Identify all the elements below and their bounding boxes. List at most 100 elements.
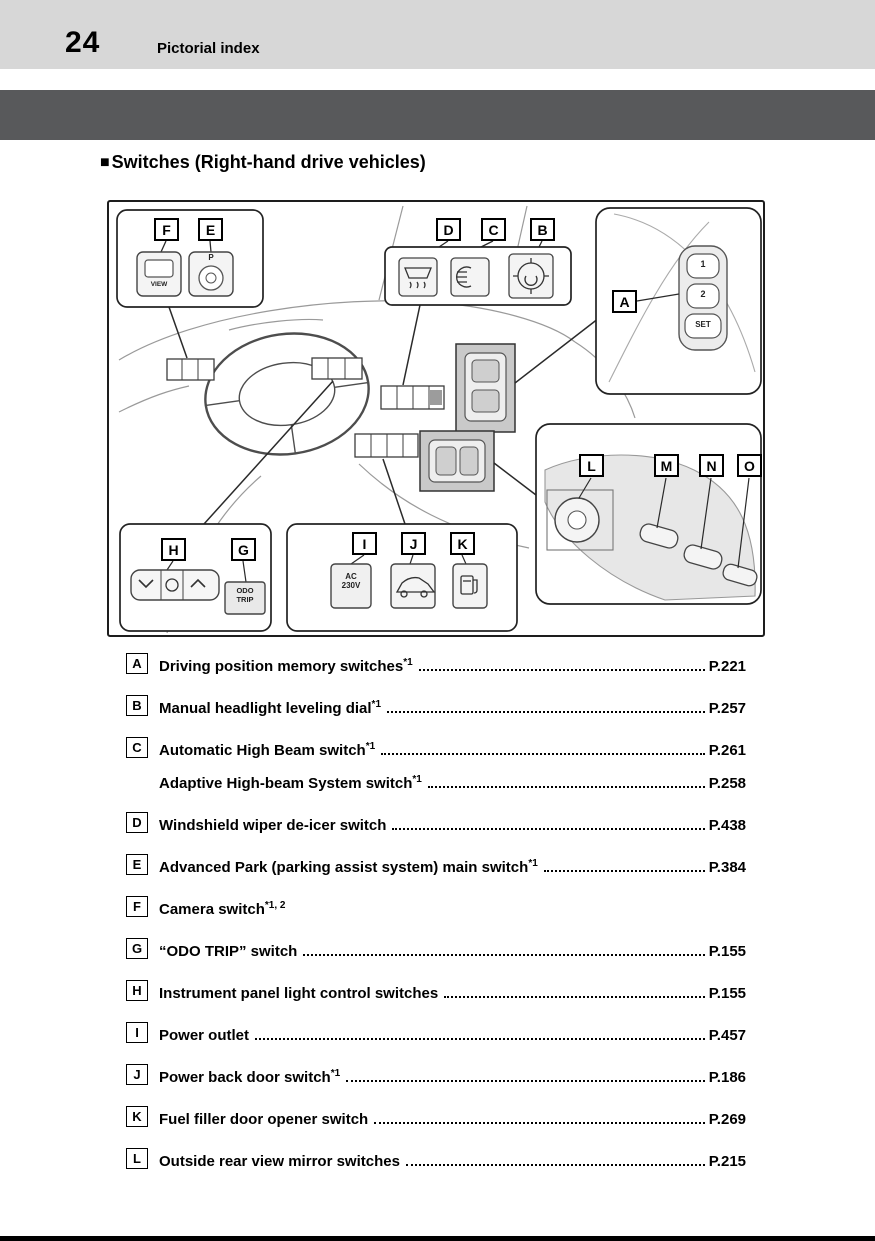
panel-wiper-headlight: [384, 240, 572, 306]
callout-F: F: [154, 218, 179, 241]
callout-letter: H: [126, 980, 148, 1001]
entry-label: Power outlet: [159, 1027, 250, 1044]
odo-trip-button: [224, 581, 266, 615]
dotted-leader: [444, 996, 705, 998]
index-row: D Windshield wiper de-icer switch P.438: [126, 810, 746, 834]
index-row: E Advanced Park (parking assist system) …: [126, 852, 746, 876]
dotted-leader: [392, 828, 705, 830]
index-row: C Automatic High Beam switch*1 P.261: [126, 735, 746, 759]
callout-K: K: [450, 532, 475, 555]
wiper-deicer-icon: [404, 267, 432, 289]
index-row: L Outside rear view mirror switches P.21…: [126, 1146, 746, 1170]
dotted-leader: [427, 786, 705, 788]
odo-trip-label: ODO TRIP: [236, 586, 254, 604]
dotted-leader: [418, 669, 705, 671]
page-reference: P.269: [708, 1111, 746, 1128]
entry-label: Fuel filler door opener switch: [159, 1111, 369, 1128]
set-label: SET: [695, 320, 711, 329]
fuel-pump-icon: [460, 575, 478, 595]
window-switch-2: [683, 544, 723, 570]
page-reference: P.155: [708, 943, 746, 960]
dotted-leader: [405, 1164, 705, 1166]
page-reference: P.186: [708, 1069, 746, 1086]
page-reference: P.457: [708, 1027, 746, 1044]
callout-letter: F: [126, 896, 148, 917]
callout-letter: A: [126, 653, 148, 674]
brightness-dial-icon: [165, 578, 179, 592]
index-row: G “ODO TRIP” switch P.155: [126, 936, 746, 960]
dash-switch-strips: [166, 357, 445, 458]
ac-230v-label: AC 230V: [341, 572, 361, 591]
chevron-down-icon: [138, 579, 154, 589]
dotted-leader: [346, 1080, 705, 1082]
entry-label: Instrument panel light control switches: [159, 985, 439, 1002]
strip-dark-cell: [430, 390, 442, 405]
index-row: F Camera switch*1, 2: [126, 894, 746, 918]
parking-steering-icon: [198, 265, 224, 291]
panel-door-switches: [535, 423, 762, 605]
fuel-door-button: [452, 563, 488, 609]
memory-set-button: [684, 313, 722, 339]
index-row: H Instrument panel light control switche…: [126, 978, 746, 1002]
section-title: Switches (Right-hand drive vehicles): [111, 152, 426, 172]
switch-diagram: F E D C B A L M N O H G I J K VIEW P AC …: [107, 200, 765, 637]
entry-label: Windshield wiper de-icer switch: [159, 817, 387, 834]
callout-L: L: [579, 454, 604, 477]
chapter-divider-band: [0, 90, 875, 140]
entry-label: Advanced Park (parking assist system) ma…: [159, 858, 538, 876]
seat-2-label: 2: [700, 289, 706, 299]
callout-letter: G: [126, 938, 148, 959]
callout-letter: E: [126, 854, 148, 875]
switch-index-list: A Driving position memory switches*1 P.2…: [126, 651, 746, 1188]
page-header-band: 24 Pictorial index: [0, 0, 875, 69]
page-reference: P.261: [708, 742, 746, 759]
window-switch-3: [722, 563, 758, 587]
callout-H: H: [161, 538, 186, 561]
page-bottom-rule: [0, 1236, 875, 1241]
memory-button-1: [686, 253, 720, 279]
dotted-leader: [255, 1038, 705, 1040]
callout-I: I: [352, 532, 377, 555]
entry-label: Automatic High Beam switch*1: [159, 741, 376, 759]
page-reference: P.215: [708, 1153, 746, 1170]
memory-button-2: [686, 283, 720, 309]
page-reference: P.221: [708, 658, 746, 675]
index-row: I Power outlet P.457: [126, 1020, 746, 1044]
section-heading: ■ Switches (Right-hand drive vehicles): [100, 152, 426, 173]
highlighted-console-panel: [419, 430, 495, 492]
seat-1-label: 1: [700, 259, 706, 269]
callout-letter: I: [126, 1022, 148, 1043]
index-row: A Driving position memory switches*1 P.2…: [126, 651, 746, 675]
window-switch-1: [639, 523, 679, 549]
callout-letter: C: [126, 737, 148, 758]
callout-N: N: [699, 454, 724, 477]
callout-letter: L: [126, 1148, 148, 1169]
index-row: Adaptive High-beam System switch*1 P.258: [126, 768, 746, 792]
callout-G: G: [231, 538, 256, 561]
callout-M: M: [654, 454, 679, 477]
index-row: B Manual headlight leveling dial*1 P.257: [126, 693, 746, 717]
chevron-up-icon: [190, 578, 206, 588]
suv-icon: [395, 576, 436, 598]
view-label: VIEW: [150, 281, 168, 288]
dotted-leader: [381, 753, 705, 755]
entry-label: Driving position memory switches*1: [159, 657, 413, 675]
camera-display-icon: [144, 259, 174, 278]
entry-label: Camera switch*1, 2: [159, 900, 286, 918]
entry-label: Manual headlight leveling dial*1: [159, 699, 381, 717]
callout-D: D: [436, 218, 461, 241]
section-marker: ■: [100, 153, 110, 171]
callout-letter: D: [126, 812, 148, 833]
entry-label: “ODO TRIP” switch: [159, 943, 298, 960]
callout-O: O: [737, 454, 762, 477]
callout-A: A: [612, 290, 637, 313]
page-reference: P.155: [708, 985, 746, 1002]
strip-dividers: [181, 358, 430, 457]
back-door-button: [390, 563, 436, 609]
entry-label: Outside rear view mirror switches: [159, 1153, 400, 1170]
leveling-dial-icon: [513, 258, 549, 294]
page-reference: P.258: [708, 775, 746, 792]
callout-letter: J: [126, 1064, 148, 1085]
entry-label: Adaptive High-beam System switch*1: [159, 774, 422, 792]
panel-seat-memory: [595, 207, 762, 395]
